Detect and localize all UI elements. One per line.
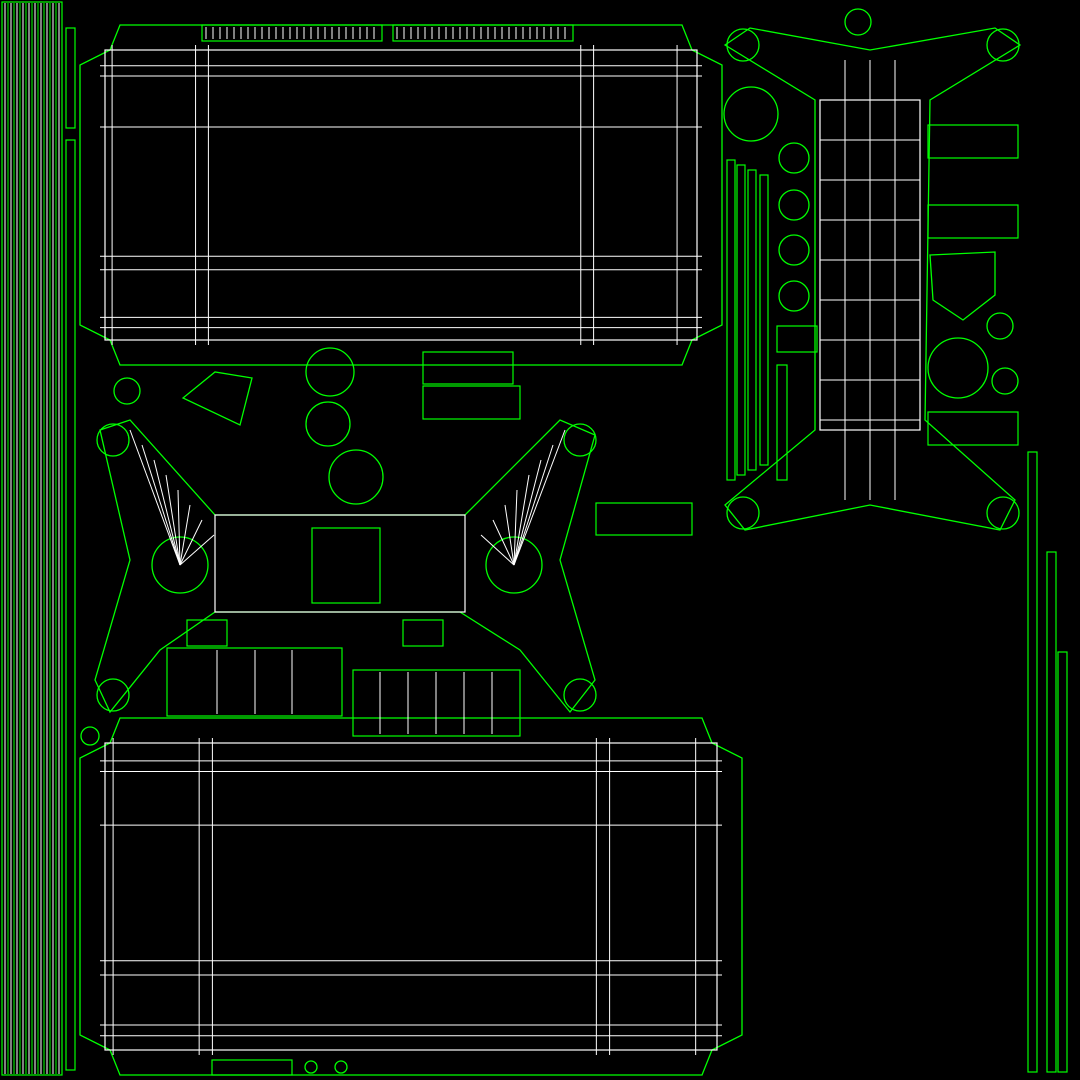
- middle-x-piece: [94, 419, 597, 714]
- grid-block: [186, 619, 228, 647]
- grid-block: [402, 619, 444, 647]
- thin-strip: [759, 174, 769, 466]
- top-bar: [201, 24, 383, 42]
- bottom-bar: [211, 1059, 293, 1076]
- x-center: [214, 514, 466, 613]
- striped-circle: [305, 401, 351, 447]
- panel-inner: [104, 49, 698, 341]
- x-edge: [504, 504, 515, 566]
- grid-block: [927, 204, 1019, 239]
- x-edge: [513, 474, 530, 566]
- x-edge: [179, 534, 215, 566]
- corner-circle: [726, 496, 760, 530]
- small-circle: [844, 8, 872, 36]
- grid-block: [776, 325, 818, 353]
- x-edge: [513, 444, 554, 566]
- thin-strip: [726, 159, 736, 481]
- x-edge: [179, 519, 203, 566]
- right-strip: [1027, 451, 1038, 1073]
- x-edge: [492, 519, 515, 566]
- right-strip: [1057, 651, 1068, 1073]
- panel-inner: [104, 742, 718, 1051]
- corner-circle: [726, 28, 760, 62]
- grid-block: [927, 124, 1019, 159]
- small-circle: [113, 377, 141, 405]
- shield-shape: [181, 371, 253, 426]
- corner-circle: [986, 496, 1020, 530]
- striped-circle: [723, 86, 779, 142]
- x-edge: [179, 504, 191, 566]
- corner-circle: [986, 28, 1020, 62]
- corner-circle: [563, 423, 597, 457]
- x-outline: [94, 419, 596, 714]
- x-edge: [129, 429, 181, 566]
- thin-strip: [736, 164, 746, 476]
- x-center-box: [311, 527, 381, 604]
- top-panel-piece: [79, 24, 723, 366]
- striped-circle: [328, 449, 384, 505]
- small-circle: [80, 726, 100, 746]
- top-bar: [392, 24, 574, 42]
- right-x-piece: [723, 27, 1022, 531]
- gear-circle: [778, 280, 810, 312]
- hole-right: [485, 536, 543, 594]
- grid-block: [595, 502, 693, 536]
- gear-circle: [778, 234, 810, 266]
- x-edge: [513, 459, 542, 566]
- small-circle: [304, 1060, 318, 1074]
- x-edge: [480, 534, 515, 566]
- small-circle: [986, 312, 1014, 340]
- small-circle: [334, 1060, 348, 1074]
- x-edge: [177, 489, 181, 566]
- right-strip: [1046, 551, 1057, 1073]
- corner-circle: [563, 678, 597, 712]
- rx-outline: [723, 27, 1022, 531]
- strip-border: [1, 1, 63, 1076]
- thin-strip: [65, 139, 76, 1071]
- grid-block: [422, 351, 514, 385]
- segment-box: [352, 669, 521, 737]
- hole-left: [151, 536, 209, 594]
- grid-block: [927, 411, 1019, 446]
- segment-box: [166, 647, 343, 717]
- x-edge: [141, 444, 181, 566]
- x-edge: [165, 474, 181, 566]
- left-striped-strip: [1, 1, 76, 1076]
- bottom-panel-piece: [79, 717, 743, 1076]
- corner-circle: [96, 678, 130, 712]
- shield-shape: [929, 251, 996, 321]
- gear-circle: [927, 337, 989, 399]
- x-edge: [513, 489, 518, 566]
- thin-strip: [776, 364, 788, 481]
- gear-circle: [305, 347, 355, 397]
- small-circle: [991, 367, 1019, 395]
- grid-block: [422, 385, 521, 420]
- x-edge: [513, 429, 566, 566]
- gear-circle: [778, 142, 810, 174]
- x-edge: [153, 459, 181, 566]
- corner-circle: [96, 423, 130, 457]
- gear-circle: [778, 189, 810, 221]
- thin-strip: [65, 27, 76, 129]
- thin-strip: [747, 169, 757, 471]
